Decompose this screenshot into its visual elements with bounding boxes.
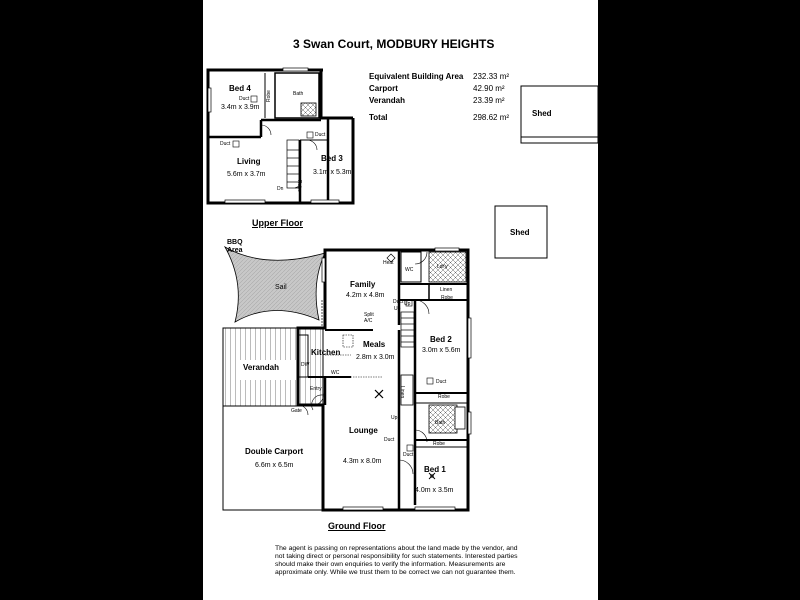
ground-bed1-size: 4.0m x 3.5m [415,487,454,494]
upper-robe-bed4: Robe [266,90,272,102]
ground-up-2: Up [404,301,411,307]
upper-robe-bed3: Robe [296,180,302,192]
ground-up-3: Up [391,415,398,421]
ground-lounge-size: 4.3m x 8.0m [343,458,382,465]
ground-family-name: Family [350,280,376,289]
upper-bed3-name: Bed 3 [321,154,343,163]
area-label-verandah: Verandah [369,96,406,105]
area-label-total: Total [369,113,388,122]
shed-middle [494,205,548,259]
ground-bed2-size: 3.0m x 5.6m [422,347,461,354]
ground-floor-plan [222,245,472,512]
upper-bed3-size: 3.1m x 5.3m [313,169,352,176]
area-label-carport: Carport [369,84,398,93]
ground-meals-size: 2.8m x 3.0m [356,354,395,361]
ground-family-size: 4.2m x 4.8m [346,292,385,299]
upper-floor-label: Upper Floor [252,218,303,228]
ground-robe-b: Robe [438,394,450,400]
ground-robe-c: Robe [433,441,445,447]
ground-carport-size: 6.6m x 6.5m [255,462,294,469]
area-value-total: 298.62 m² [473,113,510,122]
ground-linen-1: Linen [440,287,453,293]
ground-up-1: Up [394,306,401,312]
upper-duct-bed4: Duct [239,96,250,102]
upper-bed4-size: 3.4m x 3.9m [221,104,260,111]
ground-duct-b: Duct [436,379,447,385]
upper-duct-bed3: Duct [315,132,326,138]
area-label-building: Equivalent Building Area [369,72,464,81]
shed-label-middle: Shed [510,228,530,237]
ground-linen-2: Linen [399,386,405,399]
ground-duct-c: Duct [384,437,395,443]
upper-bed4-name: Bed 4 [229,84,251,93]
ground-heat-label: Heat [383,260,394,266]
ground-entry-label: Entry [310,386,322,392]
ground-duct-a: Duct [393,299,404,305]
ground-verandah-label: Verandah [243,363,280,372]
ground-lounge-name: Lounge [349,426,378,435]
upper-duct-living: Duct [220,141,231,147]
upper-living-size: 5.6m x 3.7m [227,171,266,178]
shed-label-right: Shed [532,109,552,118]
upper-floor-plan [206,67,356,205]
area-value-building: 232.33 m² [473,72,510,81]
ground-bbq-label: BBQ Area [227,239,243,254]
ground-gate-label: Gate [291,408,302,414]
ground-robe-a: Robe [441,295,453,301]
ground-sail-label: Sail [275,284,287,291]
area-value-carport: 42.90 m² [473,84,505,93]
ground-meals-name: Meals [363,340,386,349]
ground-laundry-label: Ldr'y [437,264,448,270]
ground-dw-label: DW [301,362,310,368]
ground-kitchen-label: Kitchen [311,348,341,357]
shed-right [520,85,598,144]
page-title: 3 Swan Court, MODBURY HEIGHTS [293,37,495,51]
ground-split-ac: Split A/C [364,312,374,324]
ground-bed2-name: Bed 2 [430,335,452,344]
ground-floor-label: Ground Floor [328,521,386,531]
area-value-verandah: 23.39 m² [473,96,505,105]
ground-bed1-name: Bed 1 [424,465,446,474]
floor-plan-sheet: 3 Swan Court, MODBURY HEIGHTS Equivalent… [203,0,598,600]
ground-bath-label: Bath [435,420,446,426]
upper-dn-label: Dn [277,186,284,192]
ground-wc2-label: WC [331,370,340,376]
disclaimer-text: The agent is passing on representations … [275,545,518,576]
upper-bath-label: Bath [293,91,304,97]
ground-carport-name: Double Carport [245,447,304,456]
floor-plan-drawing [206,67,598,512]
ground-wc-label: WC [405,267,414,273]
upper-living-name: Living [237,157,261,166]
ground-duct-d: Duct [403,452,414,458]
